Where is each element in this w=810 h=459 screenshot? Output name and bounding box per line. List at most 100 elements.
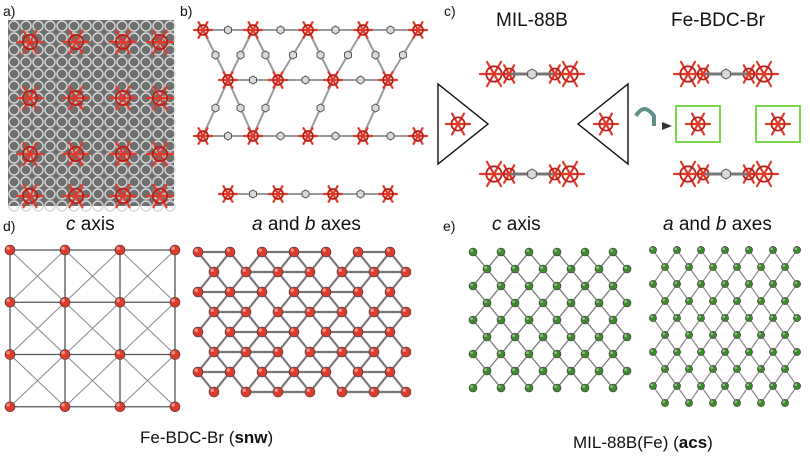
net-node xyxy=(256,326,268,338)
net-diagonal xyxy=(9,301,66,355)
net-node xyxy=(769,314,777,322)
net-node xyxy=(608,383,618,393)
linker-ring xyxy=(152,20,164,32)
bdc-ring xyxy=(399,50,407,60)
node-highlight xyxy=(306,348,310,352)
and-word: and xyxy=(267,214,300,235)
node-highlight xyxy=(782,366,785,369)
node-highlight xyxy=(746,315,749,318)
net-node xyxy=(685,365,693,373)
linker-ring xyxy=(56,152,68,164)
linker-ring xyxy=(92,176,104,188)
net-node xyxy=(4,349,16,360)
fe-cluster-ring xyxy=(21,89,39,107)
net-node xyxy=(733,399,741,407)
net-node xyxy=(769,382,777,390)
net-node xyxy=(608,349,618,359)
bdc-ring xyxy=(331,25,340,35)
linker-ring xyxy=(152,68,164,80)
fe-cluster-ring xyxy=(247,130,259,142)
fe-cluster-ring xyxy=(151,145,169,163)
net-node xyxy=(510,366,520,376)
net-node xyxy=(745,382,753,390)
snw-caption: Fe-BDC-Br (snw) xyxy=(140,428,273,448)
net-node xyxy=(400,266,412,278)
linker-ring xyxy=(44,140,56,152)
bdc-ring xyxy=(276,131,285,141)
node-highlight xyxy=(734,400,737,403)
linker-ring xyxy=(92,56,104,68)
linker-ring xyxy=(8,164,20,176)
net-diagonal xyxy=(9,354,66,408)
net-node xyxy=(673,314,681,322)
net-node xyxy=(580,247,590,257)
linker-ring xyxy=(20,140,32,152)
linker-ring xyxy=(44,80,56,92)
linker-ring xyxy=(8,44,20,56)
node-highlight xyxy=(770,247,773,250)
linker-ring xyxy=(32,164,44,176)
net-node xyxy=(745,314,753,322)
net-node xyxy=(721,314,729,322)
node-highlight xyxy=(540,334,543,337)
bdc-ring xyxy=(224,25,232,35)
fe-cluster-ring xyxy=(197,24,209,36)
linker-ring xyxy=(80,56,92,68)
bdc-ring xyxy=(356,75,365,85)
net-node xyxy=(733,365,741,373)
node-highlight xyxy=(710,298,713,301)
node-highlight xyxy=(306,388,310,392)
net-node xyxy=(304,306,316,318)
bdc-ring xyxy=(236,50,245,60)
bdc-ring xyxy=(276,25,285,35)
net-node xyxy=(4,296,16,308)
net-node xyxy=(685,263,693,271)
node-highlight xyxy=(568,368,571,371)
node-highlight xyxy=(698,315,701,318)
node-highlight xyxy=(402,348,406,352)
node-highlight xyxy=(274,388,278,392)
net-node xyxy=(793,280,801,288)
axis-letter-c: c xyxy=(492,214,502,235)
linker-ring xyxy=(104,104,116,116)
linker-ring xyxy=(44,152,56,164)
fe-cluster-ring xyxy=(412,24,424,36)
linker-ring xyxy=(68,20,80,32)
linker-ring xyxy=(32,176,44,188)
net-node xyxy=(384,246,396,258)
net-node xyxy=(538,366,548,376)
fe-cluster-ring xyxy=(412,130,424,142)
node-highlight xyxy=(746,281,749,284)
linker-ring xyxy=(104,176,116,188)
node-highlight xyxy=(354,288,358,292)
node-highlight xyxy=(686,332,689,335)
bdc-ring xyxy=(316,103,325,113)
node-highlight xyxy=(662,400,665,403)
caption-topology: acs xyxy=(678,433,708,452)
net-node xyxy=(709,263,717,271)
net-node xyxy=(169,296,181,308)
node-highlight xyxy=(322,368,326,372)
node-highlight xyxy=(498,249,501,252)
node-highlight xyxy=(582,317,585,320)
net-node xyxy=(468,315,478,325)
node-highlight xyxy=(386,368,390,372)
linker-ring xyxy=(104,56,116,68)
node-highlight xyxy=(526,385,529,388)
node-highlight xyxy=(338,388,342,392)
net-node xyxy=(352,326,364,338)
node-highlight xyxy=(782,400,785,403)
net-diagonal xyxy=(64,354,121,408)
node-highlight xyxy=(274,268,278,272)
node-highlight xyxy=(734,264,737,267)
linker-ring xyxy=(56,32,68,44)
net-node xyxy=(336,306,348,318)
bdc-ring xyxy=(371,50,380,60)
node-highlight xyxy=(354,248,358,252)
net-node xyxy=(608,315,618,325)
linker-ring xyxy=(56,188,68,200)
net-node xyxy=(709,297,717,305)
node-highlight xyxy=(758,332,761,335)
node-highlight xyxy=(402,388,406,392)
linker-ring xyxy=(116,128,128,140)
